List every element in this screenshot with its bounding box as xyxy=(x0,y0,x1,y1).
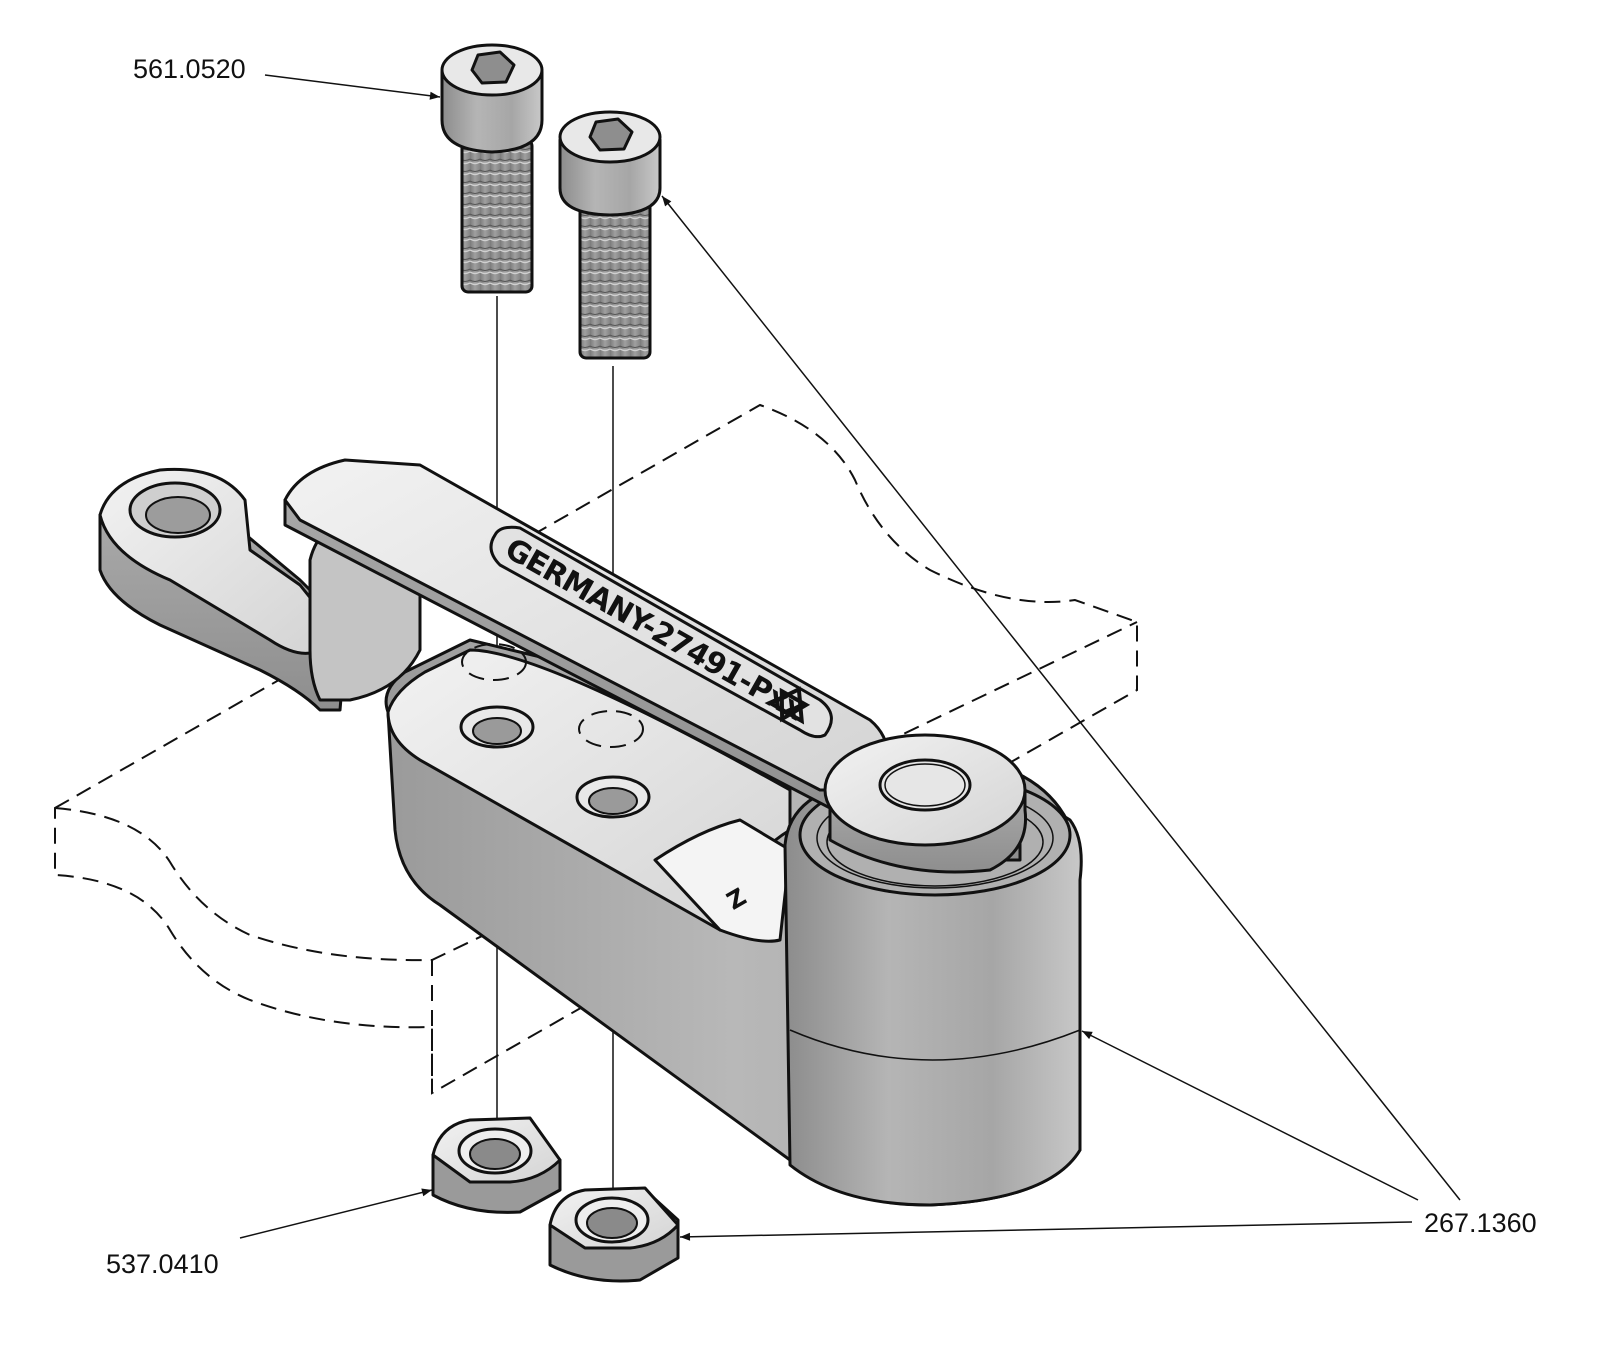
callout-267-1360: 267.1360 xyxy=(661,195,1537,1241)
callout-label: 267.1360 xyxy=(1424,1208,1537,1238)
socket-head-cap-screw-left xyxy=(440,43,544,294)
lever-arm: GERMANY-27491-Pxx xyxy=(98,458,1028,874)
mounting-surface-phantom xyxy=(54,403,1138,1095)
socket-head-cap-screw-right xyxy=(558,110,662,360)
callout-label: 561.0520 xyxy=(133,54,246,84)
callout-label: 537.0410 xyxy=(106,1249,219,1279)
hex-nut-left xyxy=(431,1116,562,1214)
callout-537-0410: 537.0410 xyxy=(106,1188,433,1279)
callout-561-0520: 561.0520 xyxy=(133,54,441,100)
triangle-star-logo-icon xyxy=(766,686,811,725)
hex-nut-right xyxy=(548,1186,680,1283)
